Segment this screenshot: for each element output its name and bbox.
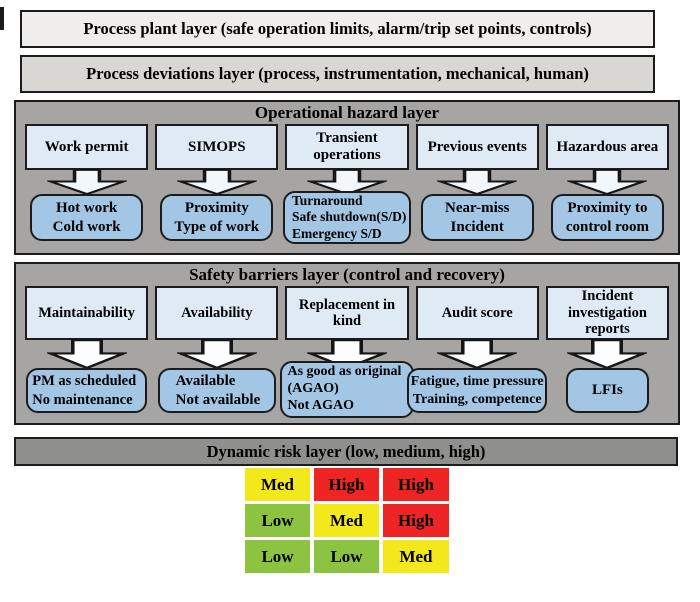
barrier-source-box: Maintainability — [25, 286, 149, 340]
box-label-line: Fatigue, time pressure — [410, 374, 544, 389]
box-label-line: Near-miss — [444, 199, 510, 216]
barrier-source-box: Incident investigation reports — [545, 286, 670, 340]
hazard-column-previous-events: Previous events Near-miss Incident — [415, 124, 539, 241]
box-label-line: control room — [565, 218, 649, 235]
box-label: Incident investigation reports — [567, 288, 647, 338]
barrier-source-box: Availability — [155, 286, 279, 340]
box-label-line: Cold work — [52, 218, 121, 235]
hazard-source-box: Work permit — [25, 124, 149, 170]
box-label-line: Proximity — [184, 199, 249, 216]
box-label-line: Safe shutdown(S/D) — [291, 209, 407, 225]
hazard-outcome-box: Proximity to control room — [550, 194, 665, 241]
barrier-source-box: Audit score — [415, 286, 539, 340]
down-arrow-icon — [437, 339, 518, 369]
box-label-line: No maintenance — [32, 391, 133, 408]
safety-barriers-layer: Safety barriers layer (control and recov… — [14, 262, 680, 425]
hazard-column-hazardous-area: Hazardous area Proximity to control room — [545, 124, 670, 241]
box-label-line: Turnaround — [291, 192, 363, 208]
box-label-line: Not AGAO — [287, 397, 354, 413]
hazard-source-box: SIMOPS — [155, 124, 279, 170]
box-label-line: Training, competence — [412, 391, 542, 407]
box-label: Availability — [181, 304, 253, 321]
barrier-column-incident-investigation: Incident investigation reports LFIs — [545, 286, 670, 413]
box-label-line: (AGAO) — [287, 381, 339, 397]
operational-hazard-layer: Operational hazard layer Work permit Hot… — [14, 100, 680, 255]
hazard-outcome-box: Proximity Type of work — [160, 194, 274, 241]
down-arrow-icon — [176, 339, 257, 369]
box-label: Maintainability — [38, 304, 135, 321]
risk-cell: Low — [314, 540, 379, 573]
down-arrow-icon — [307, 339, 387, 369]
risk-matrix: Med High High Low Med High Low Low Med — [245, 468, 449, 573]
barrier-outcome-box: As good as original (AGAO) Not AGAO — [280, 361, 414, 418]
safety-barriers-layer-title: Safety barriers layer (control and recov… — [189, 265, 505, 284]
box-label: Work permit — [44, 138, 129, 155]
risk-cell: Med — [314, 504, 379, 537]
risk-cell: High — [383, 504, 449, 537]
risk-cell: Med — [245, 468, 310, 501]
hazard-outcome-box: Near-miss Incident — [420, 194, 534, 241]
down-arrow-icon — [567, 339, 648, 369]
hazard-source-box: Previous events — [415, 124, 539, 170]
box-label: SIMOPS — [188, 138, 246, 155]
down-arrow-icon — [437, 169, 518, 195]
dynamic-risk-layer-label: Dynamic risk layer (low, medium, high) — [206, 441, 486, 461]
process-plant-layer-label: Process plant layer (safe operation limi… — [83, 19, 592, 38]
hazard-column-simops: SIMOPS Proximity Type of work — [155, 124, 279, 241]
box-label-line: LFIs — [591, 382, 623, 399]
box-label-line: As good as original — [287, 364, 402, 380]
hazard-outcome-box: Turnaround Safe shutdown(S/D) Emergency … — [282, 191, 412, 244]
box-label-line: PM as scheduled — [32, 373, 137, 390]
down-arrow-icon — [46, 169, 127, 195]
barrier-outcome-box: PM as scheduled No maintenance — [26, 368, 147, 413]
barrier-column-availability: Availability Available Not available — [155, 286, 279, 413]
risk-cell: Med — [383, 540, 449, 573]
box-label-line: Incident — [450, 218, 504, 235]
box-label: Transient operations — [313, 130, 381, 163]
figure-edge-artifact — [0, 7, 4, 30]
hazard-source-box: Hazardous area — [545, 124, 670, 170]
box-label-line: Proximity to — [567, 199, 648, 216]
box-label-line: Hot work — [55, 199, 118, 216]
box-label-line: Emergency S/D — [291, 225, 382, 241]
down-arrow-icon — [176, 169, 257, 195]
barrier-column-maintainability: Maintainability PM as scheduled No maint… — [25, 286, 149, 413]
process-plant-layer-bar: Process plant layer (safe operation limi… — [20, 10, 655, 48]
box-label: Replacement in kind — [298, 296, 396, 329]
down-arrow-icon — [307, 169, 387, 195]
risk-cell: Low — [245, 540, 310, 573]
hazard-column-work-permit: Work permit Hot work Cold work — [25, 124, 149, 241]
hazard-column-transient-operations: Transient operations Turnaround Safe shu… — [282, 124, 412, 244]
dynamic-risk-layer-bar: Dynamic risk layer (low, medium, high) — [14, 437, 678, 466]
box-label: Audit score — [441, 304, 513, 321]
hazard-outcome-box: Hot work Cold work — [29, 194, 144, 241]
barrier-column-replacement-in-kind: Replacement in kind As good as original … — [280, 286, 414, 418]
box-label-line: Available — [175, 372, 236, 389]
box-label: Previous events — [427, 138, 527, 155]
risk-cell: High — [383, 468, 449, 501]
operational-hazard-layer-title: Operational hazard layer — [254, 103, 440, 122]
barrier-outcome-box: Fatigue, time pressure Training, compete… — [407, 368, 548, 413]
box-label-line: Not available — [175, 391, 261, 408]
barrier-outcome-box: Available Not available — [157, 368, 276, 413]
barrier-columns: Maintainability PM as scheduled No maint… — [16, 286, 678, 418]
barrier-column-audit-score: Audit score Fatigue, time pressure Train… — [407, 286, 548, 413]
risk-cell: Low — [245, 504, 310, 537]
risk-cell: High — [314, 468, 379, 501]
box-label-line: Type of work — [174, 218, 260, 235]
box-label: Hazardous area — [556, 138, 659, 155]
hazard-source-box: Transient operations — [285, 124, 409, 170]
process-deviations-layer-bar: Process deviations layer (process, instr… — [20, 55, 655, 93]
process-deviations-layer-label: Process deviations layer (process, instr… — [86, 64, 589, 83]
hazard-columns: Work permit Hot work Cold work SIMOPS Pr… — [16, 124, 678, 244]
barrier-outcome-box: LFIs — [565, 368, 650, 413]
down-arrow-icon — [567, 169, 648, 195]
down-arrow-icon — [46, 339, 127, 369]
barrier-source-box: Replacement in kind — [285, 286, 409, 340]
